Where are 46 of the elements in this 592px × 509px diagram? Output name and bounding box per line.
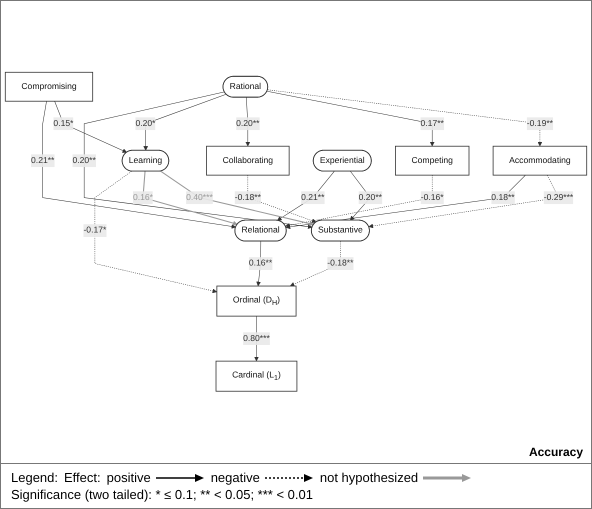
edge-label: -0.16* [420, 193, 444, 202]
arrow [143, 94, 226, 151]
arrow [245, 97, 250, 147]
edge-label: 0.15* [53, 119, 74, 128]
arrow [160, 170, 314, 226]
arrow [54, 101, 128, 154]
edge-label: 0.20** [358, 193, 382, 202]
node-box: Compromising [4, 72, 94, 102]
group-label: Accuracy [528, 445, 583, 459]
edge-label: -0.29*** [544, 193, 574, 202]
legend-label: negative [210, 470, 260, 485]
edge-label: 0.16* [132, 193, 154, 202]
node-box: Ordinal (D$_{H}$) [216, 286, 296, 317]
arrow [285, 175, 432, 228]
edge-label: 0.40*** [186, 193, 213, 202]
edge-label: -0.19** [526, 119, 554, 128]
legend-label: positive [106, 470, 151, 485]
legend-heading: Effect: [64, 470, 101, 485]
edge-label: 0.20* [135, 119, 156, 128]
edge-label: 0.16** [248, 258, 272, 268]
edge-label: 0.17** [420, 119, 444, 128]
edge-label: 0.20** [72, 156, 96, 166]
arrow [84, 92, 312, 230]
legend-label: not hypothesized [320, 470, 418, 485]
arrow [267, 90, 542, 147]
legend-note: Significance (two tailed): * ≤ 0.1; ** < 0.05; *** < 0.01 [11, 487, 313, 502]
node-box: Competing [395, 146, 470, 176]
edge-label: 0.80*** [243, 334, 270, 344]
arrow [142, 172, 238, 226]
node-box: Collaborating [206, 146, 290, 176]
arrow [256, 241, 262, 286]
edge-label: 0.20** [236, 119, 260, 128]
arrow [42, 101, 236, 229]
edge-label: 0.21** [301, 193, 324, 202]
edge-label: -0.17* [83, 226, 106, 236]
node-box: Cardinal (L$_{1}$) [216, 360, 298, 392]
arrow [286, 175, 526, 230]
edge-label: 0.21** [31, 156, 54, 166]
arrow [94, 171, 218, 294]
edge-label: -0.18** [234, 193, 261, 202]
node-box: Accommodating [492, 146, 588, 176]
arrow [266, 91, 435, 147]
legend-title: Legend: [11, 470, 58, 485]
edge-label: 0.18** [491, 193, 515, 202]
arrow [277, 171, 334, 221]
edge-label: -0.18** [327, 258, 354, 268]
